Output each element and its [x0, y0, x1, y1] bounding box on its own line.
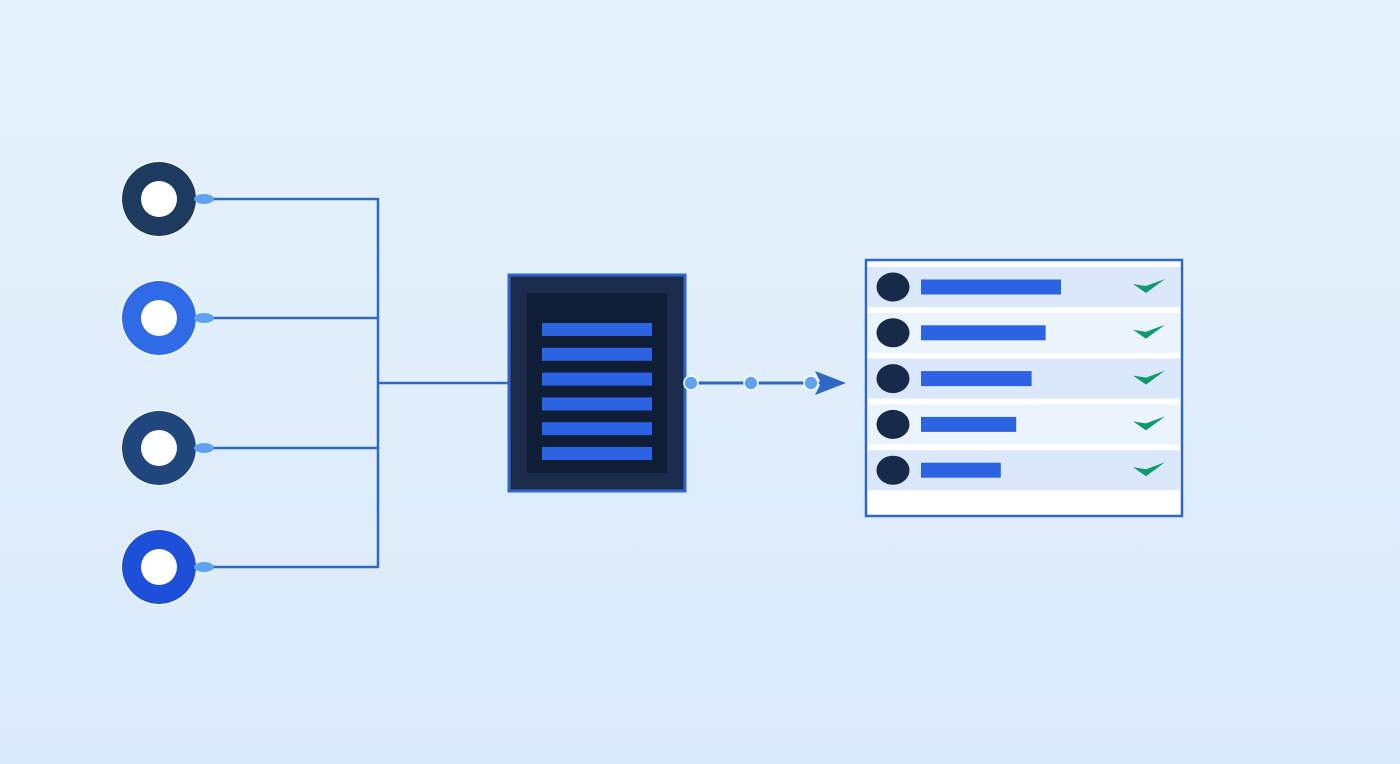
flow-dot	[683, 375, 699, 391]
connector-dot	[194, 313, 214, 323]
node-center	[141, 430, 177, 466]
check-icon	[1133, 324, 1165, 339]
list-item	[868, 404, 1180, 445]
connector-dot	[194, 443, 214, 453]
list-item	[868, 267, 1180, 307]
list-item-bar	[921, 416, 1017, 432]
avatar-icon	[876, 455, 910, 485]
flow-arrow	[683, 371, 846, 395]
check-icon	[1133, 416, 1165, 431]
connector-dot	[194, 194, 214, 204]
list-item	[868, 312, 1180, 353]
node-center	[141, 300, 177, 336]
source-node-3	[121, 410, 214, 486]
node-center	[141, 549, 177, 585]
source-nodes	[121, 161, 214, 605]
arrow-right-icon	[815, 371, 846, 395]
document-line	[542, 347, 652, 361]
source-node-2	[121, 280, 214, 356]
check-icon	[1133, 279, 1165, 293]
avatar-icon	[876, 272, 910, 302]
list-item-bar	[921, 279, 1061, 295]
list-row-bg	[868, 404, 1180, 445]
check-icon	[1133, 462, 1165, 477]
node-center	[141, 181, 177, 217]
list-row-bg	[868, 450, 1180, 491]
document-line	[542, 422, 652, 436]
document-node	[507, 273, 687, 493]
list-item-bar	[921, 371, 1032, 387]
flow-dot	[743, 375, 759, 391]
document-line	[542, 372, 652, 386]
avatar-icon	[876, 409, 910, 439]
avatar-icon	[876, 318, 910, 348]
connector-lines	[204, 197, 510, 569]
result-list	[864, 258, 1184, 518]
source-node-4	[121, 529, 214, 605]
connector-dot	[194, 562, 214, 572]
avatar-icon	[876, 364, 910, 394]
document-line	[542, 447, 652, 460]
flow-dot	[803, 375, 819, 391]
check-icon	[1133, 370, 1165, 385]
list-item-bar	[921, 462, 1001, 478]
list-item-bar	[921, 325, 1046, 341]
list-item	[868, 358, 1180, 399]
document-line	[542, 397, 652, 411]
source-node-1	[121, 161, 214, 237]
document-line	[542, 323, 652, 336]
list-item	[868, 450, 1180, 491]
